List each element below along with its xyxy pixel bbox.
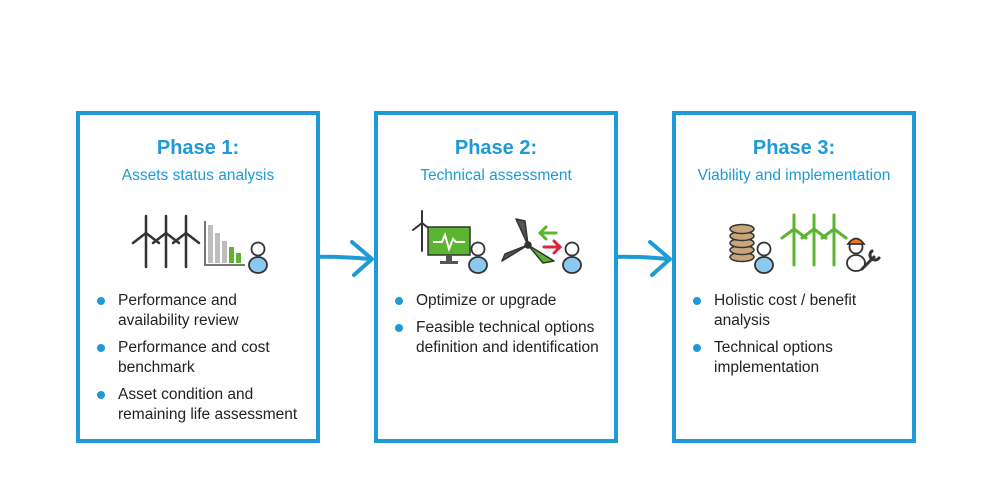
phase-2-box: Phase 2: Technical assessment bbox=[374, 111, 618, 443]
phase-3-item-list: Holistic cost / benefit analysis Technic… bbox=[692, 291, 908, 385]
bullet-dot bbox=[395, 324, 403, 332]
bullet-dot bbox=[97, 344, 105, 352]
list-item-text: Asset condition and remaining life asses… bbox=[118, 386, 298, 423]
bullet-dot bbox=[97, 391, 105, 399]
list-item-text: Feasible technical options definition an… bbox=[416, 319, 599, 356]
phase-subtitle: Technical assessment bbox=[420, 167, 572, 184]
swap-arrows-icon bbox=[537, 225, 563, 255]
person-icon bbox=[248, 241, 268, 274]
bullet-dot bbox=[693, 344, 701, 352]
person-icon bbox=[468, 241, 488, 274]
person-icon bbox=[754, 241, 774, 274]
bullet-dot bbox=[693, 297, 701, 305]
phase-title: Phase 2: bbox=[454, 137, 538, 159]
coin-stack-icon bbox=[729, 223, 755, 263]
list-item: Feasible technical options definition an… bbox=[394, 318, 610, 358]
phase-title: Phase 3: bbox=[752, 137, 836, 159]
phase-title: Phase 1: bbox=[156, 137, 240, 159]
person-icon bbox=[562, 241, 582, 274]
list-item: Optimize or upgrade bbox=[394, 291, 610, 311]
phase-1-icons bbox=[80, 207, 316, 277]
phase-1-item-list: Performance and availability review Perf… bbox=[96, 291, 312, 432]
list-item: Asset condition and remaining life asses… bbox=[96, 385, 312, 425]
phase-subtitle: Assets status analysis bbox=[121, 167, 275, 184]
turbine-rotor-icon bbox=[501, 218, 555, 264]
green-turbines-icon bbox=[780, 213, 848, 267]
phase-3-icons bbox=[676, 207, 912, 277]
bullet-dot bbox=[395, 297, 403, 305]
list-item: Performance and cost benchmark bbox=[96, 338, 312, 378]
list-item-text: Holistic cost / benefit analysis bbox=[714, 292, 857, 329]
wind-turbines-icon bbox=[131, 214, 201, 269]
phase-1-box: Phase 1: Assets status analysis bbox=[76, 111, 320, 443]
list-item: Technical options implementation bbox=[692, 338, 908, 378]
list-item: Holistic cost / benefit analysis bbox=[692, 291, 908, 331]
phase-2-icons bbox=[378, 207, 614, 277]
list-item-text: Technical options implementation bbox=[714, 339, 833, 376]
list-item-text: Performance and cost benchmark bbox=[118, 339, 270, 376]
phase-2-item-list: Optimize or upgrade Feasible technical o… bbox=[394, 291, 610, 365]
list-item-text: Performance and availability review bbox=[118, 292, 239, 329]
phase-subtitle: Viability and implementation bbox=[697, 167, 891, 184]
engineer-icon bbox=[846, 237, 866, 272]
monitor-turbine-icon bbox=[412, 210, 471, 264]
list-item-text: Optimize or upgrade bbox=[416, 292, 557, 309]
phase-3-box: Phase 3: Viability and implementation bbox=[672, 111, 916, 443]
wrench-icon bbox=[860, 249, 881, 271]
bullet-dot bbox=[97, 297, 105, 305]
list-item: Performance and availability review bbox=[96, 291, 312, 331]
bar-chart-icon bbox=[204, 221, 245, 266]
